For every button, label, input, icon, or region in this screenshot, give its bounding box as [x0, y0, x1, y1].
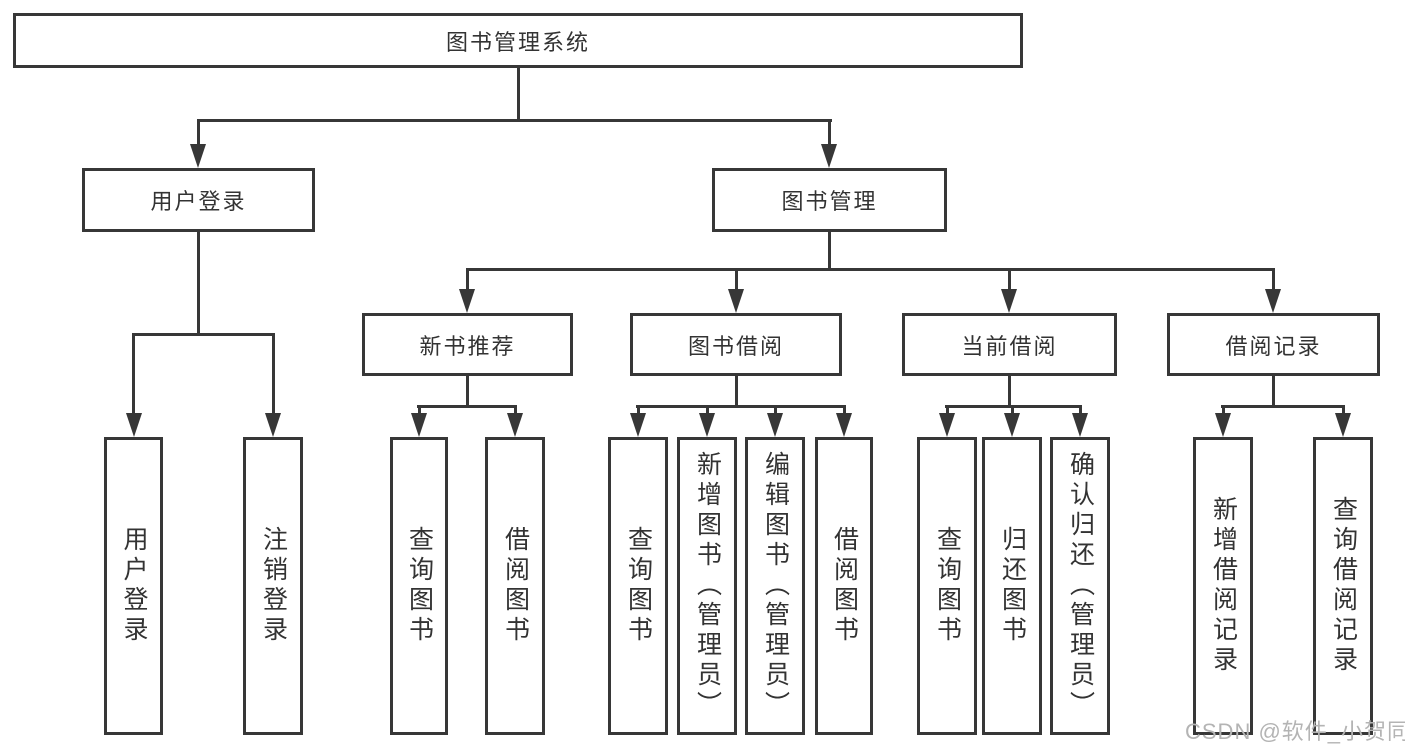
leaf-label: 注销登录 — [259, 526, 288, 646]
node-book-borrowing: 图书借阅 — [630, 313, 842, 376]
leaf-label: 查询借阅记录 — [1329, 496, 1358, 676]
connector-line — [466, 376, 469, 408]
connector-line — [132, 333, 135, 417]
connector-line — [636, 405, 846, 408]
arrow-down-icon — [630, 413, 646, 437]
node-label: 图书管理 — [781, 189, 878, 214]
leaf-label: 新增借阅记录 — [1209, 496, 1238, 676]
connector-line — [1272, 376, 1275, 408]
arrow-down-icon — [459, 289, 475, 313]
leaf-confirm-return-admin: 确认归还（管理员） — [1050, 437, 1110, 735]
arrow-down-icon — [699, 413, 715, 437]
leaf-label: 归还图书 — [998, 526, 1027, 646]
connector-line — [828, 119, 831, 147]
leaf-add-book-admin: 新增图书（管理员） — [677, 437, 737, 735]
connector-line — [466, 268, 469, 292]
connector-line — [517, 68, 520, 122]
connector-line — [1222, 405, 1225, 417]
node-label: 新书推荐 — [419, 333, 516, 359]
leaf-query-borrow-record: 查询借阅记录 — [1313, 437, 1373, 735]
leaf-return-books: 归还图书 — [982, 437, 1042, 735]
connector-line — [1008, 268, 1011, 292]
arrow-down-icon — [265, 413, 281, 437]
arrow-down-icon — [411, 413, 427, 437]
arrow-down-icon — [1265, 289, 1281, 313]
connector-line — [735, 268, 738, 292]
connector-line — [417, 405, 517, 408]
leaf-label: 新增图书（管理员） — [693, 451, 722, 721]
leaf-query-books-current: 查询图书 — [917, 437, 977, 735]
connector-line — [197, 119, 832, 122]
arrow-down-icon — [1072, 413, 1088, 437]
connector-line — [774, 405, 777, 417]
connector-line — [1272, 268, 1275, 292]
connector-line — [197, 119, 200, 147]
leaf-label: 编辑图书（管理员） — [761, 451, 790, 721]
connector-line — [1008, 376, 1011, 408]
connector-line — [272, 333, 275, 417]
arrow-down-icon — [507, 413, 523, 437]
arrow-down-icon — [939, 413, 955, 437]
leaf-label: 查询图书 — [933, 526, 962, 646]
leaf-label: 借阅图书 — [501, 526, 530, 646]
leaf-label: 用户登录 — [120, 526, 148, 646]
arrow-down-icon — [190, 144, 206, 168]
connector-line — [466, 268, 1275, 271]
connector-line — [946, 405, 949, 417]
node-borrowing-records: 借阅记录 — [1167, 313, 1380, 376]
node-label: 用户登录 — [150, 189, 247, 214]
arrow-down-icon — [1001, 289, 1017, 313]
connector-line — [1079, 405, 1082, 417]
leaf-borrow-books-borrowing: 借阅图书 — [815, 437, 873, 735]
connector-line — [706, 405, 709, 417]
connector-line — [197, 232, 200, 336]
node-current-borrowing: 当前借阅 — [902, 313, 1117, 376]
connector-line — [132, 333, 275, 336]
node-label: 图书借阅 — [687, 333, 784, 359]
connector-line — [637, 405, 640, 417]
connector-line — [843, 405, 846, 417]
leaf-query-books-borrowing: 查询图书 — [608, 437, 668, 735]
node-label: 借阅记录 — [1225, 333, 1322, 359]
arrow-down-icon — [836, 413, 852, 437]
connector-line — [828, 232, 831, 271]
connector-line — [514, 405, 517, 417]
arrow-down-icon — [1215, 413, 1231, 437]
leaf-borrow-books-recommend: 借阅图书 — [485, 437, 545, 735]
leaf-user-login: 用户登录 — [104, 437, 163, 735]
node-label: 当前借阅 — [961, 333, 1058, 359]
leaf-logout: 注销登录 — [243, 437, 303, 735]
arrow-down-icon — [728, 289, 744, 313]
arrow-down-icon — [1004, 413, 1020, 437]
leaf-label: 借阅图书 — [830, 526, 859, 646]
arrow-down-icon — [126, 413, 142, 437]
node-label: 图书管理系统 — [445, 29, 590, 55]
connector-line — [1011, 405, 1014, 417]
arrow-down-icon — [821, 144, 837, 168]
node-library-management-system: 图书管理系统 — [13, 13, 1023, 68]
arrow-down-icon — [767, 413, 783, 437]
arrow-down-icon — [1335, 413, 1351, 437]
connector-line — [1221, 405, 1345, 408]
node-book-management: 图书管理 — [712, 168, 947, 232]
leaf-edit-book-admin: 编辑图书（管理员） — [745, 437, 805, 735]
connector-line — [1342, 405, 1345, 417]
leaf-label: 查询图书 — [405, 526, 434, 646]
connector-line — [418, 405, 421, 417]
node-new-book-recommend: 新书推荐 — [362, 313, 573, 376]
watermark: CSDN @软件_小贺同学 — [1185, 719, 1405, 744]
leaf-label: 查询图书 — [624, 526, 653, 646]
leaf-label: 确认归还（管理员） — [1066, 451, 1095, 721]
node-user-login: 用户登录 — [82, 168, 315, 232]
leaf-add-borrow-record: 新增借阅记录 — [1193, 437, 1253, 735]
connector-line — [735, 376, 738, 408]
leaf-query-books-recommend: 查询图书 — [390, 437, 448, 735]
